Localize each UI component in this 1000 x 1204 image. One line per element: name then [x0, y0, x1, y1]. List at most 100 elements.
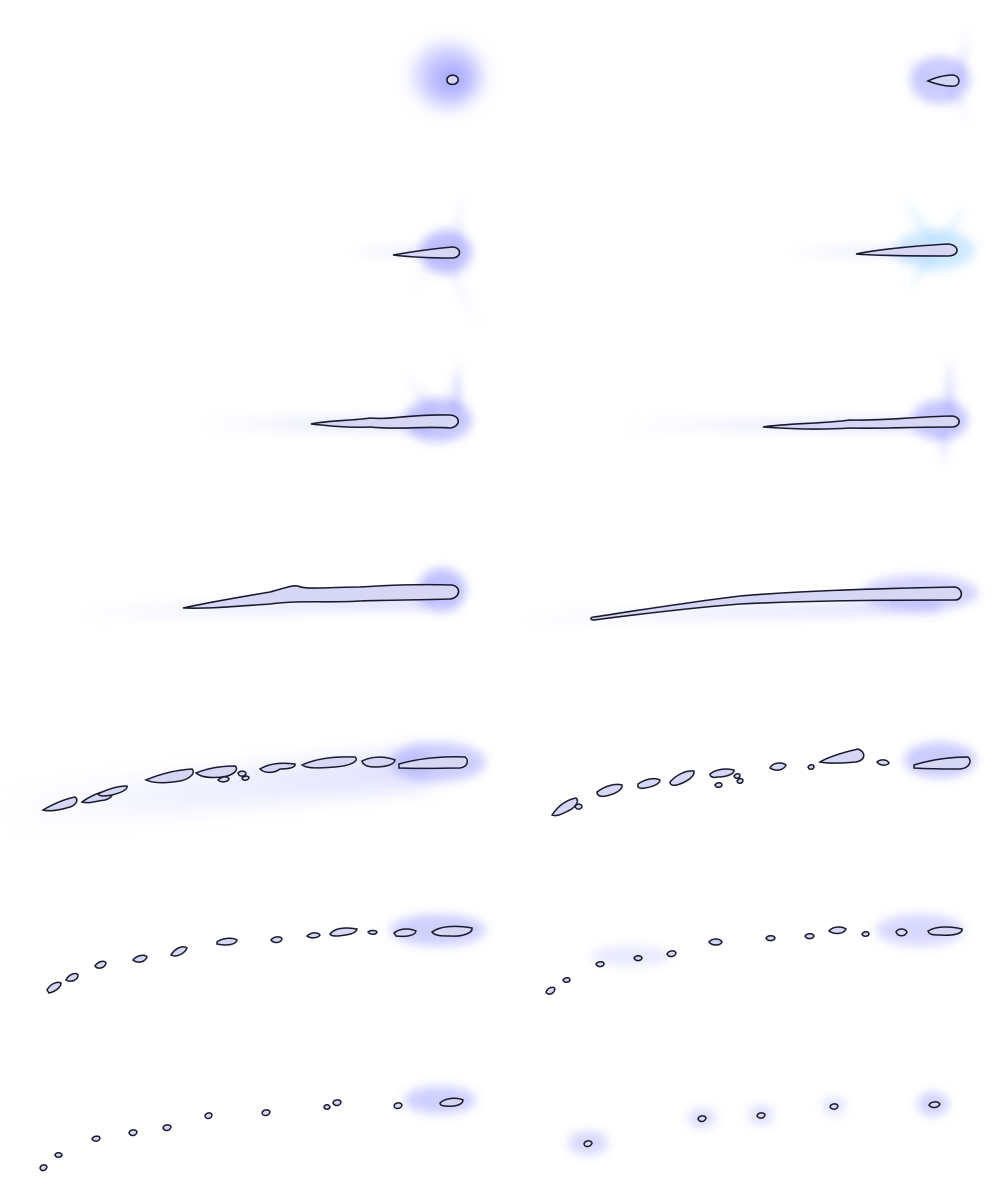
fragment [733, 773, 741, 779]
fragment [323, 1104, 331, 1110]
frame-1 [414, 44, 482, 108]
fragment [39, 1164, 48, 1172]
fragment [258, 762, 296, 774]
fragment [332, 1099, 342, 1107]
frame-2 [905, 30, 970, 125]
fragment [91, 1135, 101, 1142]
fragment [46, 981, 62, 994]
frame-14 [568, 1092, 949, 1155]
meteor-body [926, 74, 960, 87]
fragment [817, 748, 865, 764]
fragment [393, 1102, 403, 1110]
fragment [54, 1152, 63, 1158]
fragment [41, 796, 78, 812]
fragment [439, 1097, 464, 1107]
fragment [398, 756, 469, 770]
fragment [927, 926, 963, 936]
glow [895, 195, 975, 290]
fragments [583, 1101, 941, 1148]
fragment [305, 932, 321, 939]
glow [568, 1092, 949, 1155]
frame-9 [0, 742, 486, 833]
fragment [913, 756, 971, 770]
glow [590, 914, 964, 966]
fragment [633, 955, 643, 962]
fragment [144, 768, 194, 784]
fragment [270, 936, 283, 944]
fragment [216, 776, 230, 783]
meteor-body [446, 74, 459, 86]
fragment [194, 765, 238, 779]
fragment [430, 925, 473, 937]
fragment [637, 777, 661, 790]
fragment [765, 935, 776, 942]
fragment [94, 960, 107, 969]
fragment [756, 1112, 766, 1119]
fragment [829, 1103, 839, 1110]
frame-11 [46, 914, 486, 994]
fragment [65, 972, 79, 982]
glow [414, 44, 482, 108]
frame-4 [790, 195, 975, 290]
fragment [216, 937, 238, 946]
glow [404, 1086, 476, 1114]
frame-10 [550, 742, 976, 817]
fragment [876, 759, 890, 766]
glow [400, 360, 472, 445]
fragments [46, 925, 473, 994]
meteor-body [590, 586, 963, 621]
fragment [550, 797, 579, 817]
fragment [804, 933, 815, 940]
glow [912, 355, 968, 470]
fragment [574, 803, 583, 810]
fragment [162, 1124, 172, 1132]
fragment [204, 1112, 213, 1120]
fragment [393, 928, 417, 938]
fragment [669, 770, 695, 787]
meteor-body [392, 246, 461, 259]
fragment [237, 770, 247, 777]
meteor-body [182, 583, 460, 609]
fragment [697, 1115, 707, 1123]
fragments [545, 926, 963, 995]
fragment [128, 1129, 138, 1137]
frame-3 [350, 195, 480, 330]
fragments [39, 1097, 464, 1172]
meteor-body [762, 415, 960, 430]
fragment [666, 950, 677, 958]
fragment [861, 931, 870, 937]
fragment [361, 756, 396, 768]
fragments [41, 756, 469, 812]
fragment [131, 954, 148, 963]
frame-5 [200, 360, 472, 445]
meteor-body [310, 414, 460, 429]
fragment [169, 946, 188, 957]
fragment [708, 938, 723, 946]
fragment [736, 778, 744, 784]
fragment [596, 783, 623, 798]
fragment [545, 986, 556, 995]
meteor-body [855, 243, 958, 257]
fragment [807, 764, 815, 770]
fragment [300, 756, 357, 769]
fragments [550, 748, 971, 817]
fragment [367, 929, 378, 935]
fragment [562, 977, 571, 983]
fragment [583, 1140, 593, 1148]
fragment [96, 785, 128, 797]
frame-6 [620, 355, 968, 470]
fragment [895, 928, 908, 937]
frame-12 [545, 914, 964, 995]
fragment [928, 1101, 941, 1109]
glow [410, 195, 480, 330]
fragment [261, 1109, 271, 1117]
fragment [714, 782, 723, 788]
frame-13 [39, 1086, 476, 1172]
frame-8 [519, 575, 978, 629]
fragment [329, 927, 358, 937]
fragment [769, 762, 787, 771]
fragment [827, 926, 847, 935]
frame-7 [79, 568, 466, 622]
